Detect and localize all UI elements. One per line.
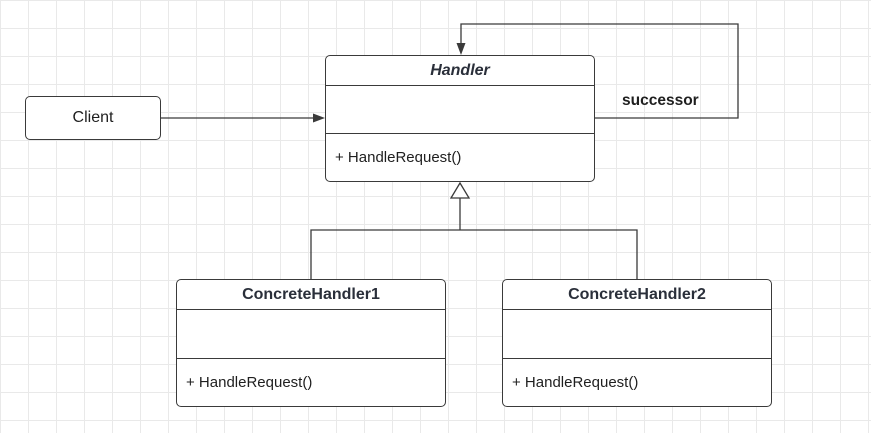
handler-method: + HandleRequest() <box>335 149 462 166</box>
successor-loop-line <box>460 23 739 119</box>
concrete-handler-1-class[interactable]: ConcreteHandler1 + HandleRequest() <box>176 279 446 407</box>
concrete-handler-2-name: ConcreteHandler2 <box>503 280 771 310</box>
client-box[interactable]: Client <box>25 96 161 140</box>
client-to-handler-arrowhead <box>313 113 325 123</box>
handler-class[interactable]: Handler + HandleRequest() <box>325 55 595 182</box>
client-label: Client <box>72 109 114 126</box>
concrete-handler-2-class[interactable]: ConcreteHandler2 + HandleRequest() <box>502 279 772 407</box>
inheritance-branch-line <box>310 229 638 279</box>
concrete-handler-1-method: + HandleRequest() <box>186 374 313 391</box>
handler-class-name: Handler <box>326 56 594 86</box>
concrete-handler-1-methods-section: + HandleRequest() <box>177 359 445 406</box>
concrete-handler-2-attributes-section <box>503 310 771 359</box>
concrete-handler-2-method: + HandleRequest() <box>512 374 639 391</box>
handler-methods-section: + HandleRequest() <box>326 134 594 181</box>
concrete-handler-2-methods-section: + HandleRequest() <box>503 359 771 406</box>
inheritance-triangle-icon <box>449 181 471 199</box>
concrete-handler-1-attributes-section <box>177 310 445 359</box>
successor-arrowhead <box>456 43 466 55</box>
successor-label: successor <box>622 92 699 109</box>
concrete-handler-1-name: ConcreteHandler1 <box>177 280 445 310</box>
handler-attributes-section <box>326 86 594 134</box>
